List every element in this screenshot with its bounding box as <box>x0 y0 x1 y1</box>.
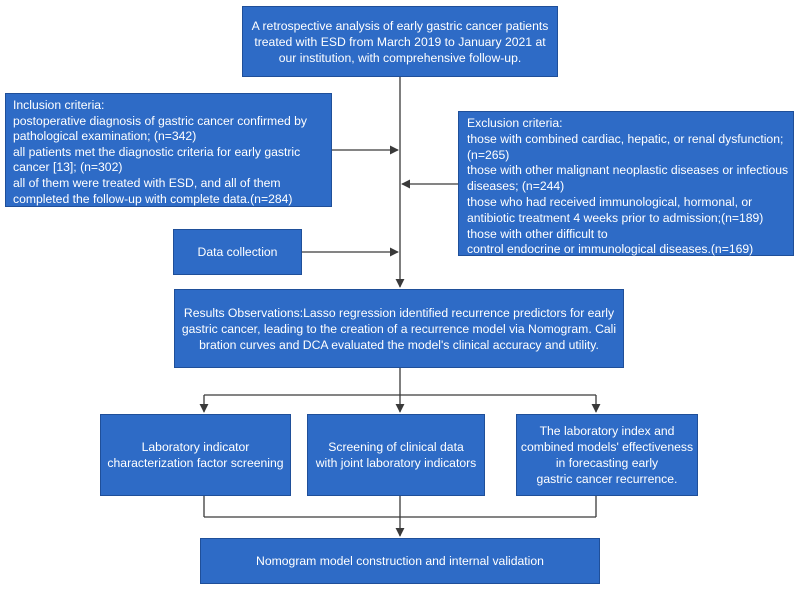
clinical-data-screening-line: with joint laboratory indicators <box>315 456 477 470</box>
inclusion-criteria-line: all of them were treated with ESD, and a… <box>13 175 281 190</box>
model-effectiveness-box: The laboratory index and combined models… <box>516 414 698 496</box>
model-effectiveness-line: combined models' effectiveness <box>520 440 694 454</box>
study-population-line: A retrospective analysis of early gastri… <box>251 18 549 33</box>
exclusion-criteria-line: control endocrine or immunological disea… <box>467 242 754 257</box>
results-observations-box: Results Observations:Lasso regression id… <box>174 289 624 368</box>
exclusion-criteria-line: diseases; (n=244) <box>467 179 565 194</box>
exclusion-criteria-line: those with other difficult to <box>467 226 608 241</box>
results-observations-line: bration curves and DCA evaluated the mod… <box>199 337 599 352</box>
model-effectiveness-line: The laboratory index and <box>539 424 675 438</box>
clinical-data-screening-box: Screening of clinical data with joint la… <box>307 414 485 496</box>
inclusion-criteria-title: Inclusion criteria: <box>13 98 105 112</box>
inclusion-criteria-line: cancer [13]; (n=302) <box>13 160 123 175</box>
clinical-data-screening-line: Screening of clinical data <box>328 440 464 454</box>
exclusion-criteria-title: Exclusion criteria: <box>467 116 563 130</box>
model-effectiveness-line: in forecasting early <box>555 456 659 470</box>
inclusion-criteria-line: completed the follow-up with complete da… <box>13 191 293 206</box>
exclusion-criteria-line: (n=265) <box>467 147 510 162</box>
lab-indicator-screening-line: characterization factor screening <box>107 456 284 470</box>
inclusion-criteria-box: Inclusion criteria: postoperative diagno… <box>5 93 332 207</box>
exclusion-criteria-line: those who had received immunological, ho… <box>467 194 753 209</box>
data-collection-box: Data collection <box>173 229 302 275</box>
study-population-box: A retrospective analysis of early gastri… <box>242 6 558 77</box>
model-effectiveness-line: gastric cancer recurrence. <box>536 472 678 486</box>
exclusion-criteria-line: those with other malignant neoplastic di… <box>467 163 789 178</box>
exclusion-criteria-line: antibiotic treatment 4 weeks prior to ad… <box>467 210 764 225</box>
nomogram-construction-label: Nomogram model construction and internal… <box>256 554 544 568</box>
inclusion-criteria-line: pathological examination; (n=342) <box>13 129 197 144</box>
exclusion-criteria-line: those with combined cardiac, hepatic, or… <box>467 131 784 146</box>
study-population-line: our institution, with comprehensive foll… <box>278 50 522 65</box>
study-population-line: treated with ESD from March 2019 to Janu… <box>254 34 546 49</box>
lab-indicator-screening-box: Laboratory indicator characterization fa… <box>100 414 291 496</box>
inclusion-criteria-line: postoperative diagnosis of gastric cance… <box>13 113 308 128</box>
nomogram-construction-box: Nomogram model construction and internal… <box>200 538 600 584</box>
inclusion-criteria-line: all patients met the diagnostic criteria… <box>13 144 301 159</box>
results-observations-line: gastric cancer, leading to the creation … <box>181 321 617 336</box>
lab-indicator-screening-line: Laboratory indicator <box>141 440 250 454</box>
data-collection-label: Data collection <box>197 245 278 259</box>
exclusion-criteria-box: Exclusion criteria: those with combined … <box>458 111 794 256</box>
results-observations-line: Results Observations:Lasso regression id… <box>183 305 615 320</box>
